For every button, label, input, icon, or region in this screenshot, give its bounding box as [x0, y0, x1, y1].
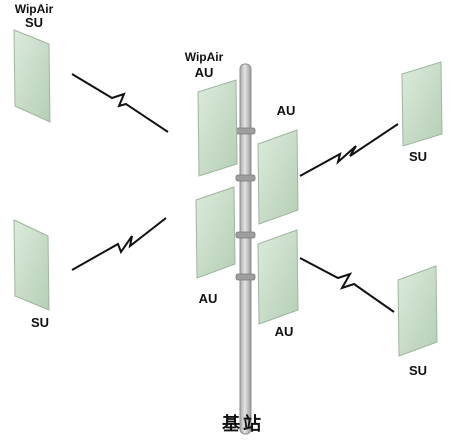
pole-brackets [235, 127, 256, 281]
su-panel-right-top [401, 61, 443, 147]
su-right-bottom-label: SU [408, 363, 428, 378]
au-brand: WipAir [184, 50, 224, 64]
wireless-link-su-right-bottom [299, 257, 395, 313]
wireless-link-su-left-bottom [71, 217, 167, 271]
su-left-top-brand: WipAir [14, 2, 54, 16]
au-bottom-right-label: AU [274, 324, 294, 339]
su-left-bottom-label: SU [30, 315, 50, 330]
au-bottom-left-label: AU [198, 291, 218, 306]
base-station-pole [239, 63, 252, 435]
su-panel-right-bottom [397, 265, 438, 357]
wireless-link-su-left-top [71, 73, 169, 133]
au-panel-bottom-right [257, 229, 299, 325]
au-panel-top-right [257, 129, 299, 225]
su-panel-left-top [13, 29, 51, 123]
au-top-right-label: AU [276, 103, 296, 118]
su-right-top-label: SU [408, 149, 428, 164]
su-panel-left-bottom [13, 219, 50, 311]
wireless-link-su-right-top [299, 123, 399, 177]
au-top-left-label: AU [194, 65, 214, 80]
au-panel-top-left [197, 79, 238, 177]
base-station-caption: 基站 [222, 414, 264, 435]
au-panel-bottom-left [195, 186, 236, 279]
su-left-top-label: SU [24, 15, 44, 30]
